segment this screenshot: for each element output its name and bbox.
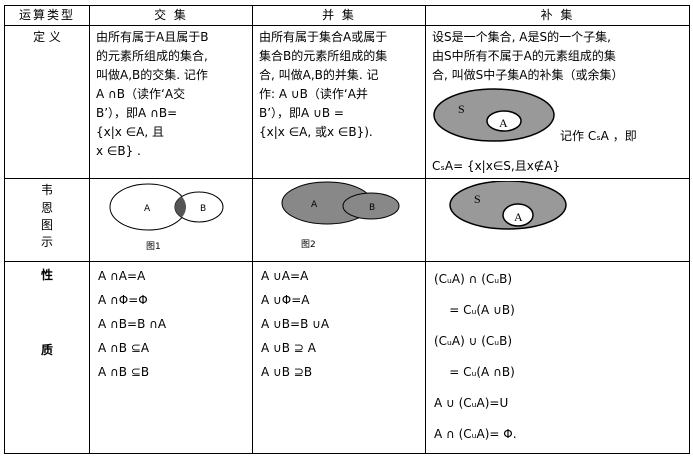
properties-label: 性 质: [4, 261, 90, 454]
intersection-properties: A ∩A=A A ∩Φ=Φ A ∩B=B ∩A A ∩B ⊆A A ∩B ⊆B: [89, 261, 253, 454]
definition-row: 定 义 由所有属于A且属于B 的元素所组成的集合, 叫做A,B的交集. 记作 A…: [4, 25, 690, 179]
text-line: 叫做A,B的交集. 记作: [96, 68, 208, 82]
property: (CᵤA) ∩ (CᵤB): [434, 272, 513, 286]
property: A ∪B=B ∪A: [261, 317, 330, 331]
venn-row: 韦 恩 图 示 A B 图1 A B 图2: [4, 178, 690, 262]
property: A ∪A=A: [261, 269, 309, 283]
label-char: 质: [40, 343, 53, 357]
text-line: 作: A ∪B（读作‘A并: [259, 87, 368, 101]
header-row: 运算类型 交 集 并 集 补 集: [4, 5, 690, 26]
union-venn: A B 图2: [252, 178, 426, 262]
set-a-label: A: [144, 204, 151, 214]
set-a-label: A: [311, 200, 318, 210]
property: A ∩Φ=Φ: [98, 293, 148, 307]
intersection-venn-diagram: A B 图1: [109, 183, 224, 252]
property: A ∪Φ=A: [261, 293, 310, 307]
set-b-label: B: [369, 203, 375, 213]
label-char: 图: [40, 218, 53, 232]
text-line: 的元素所组成的集合,: [96, 49, 208, 63]
property: A ∩B=B ∩A: [98, 317, 167, 331]
text-line: 由所有属于集合A或属于: [259, 30, 388, 44]
text-line: x ∈B} .: [96, 144, 141, 158]
text-line: 合, 叫做A,B的并集. 记: [259, 68, 379, 82]
set-operations-table: 运算类型 交 集 并 集 补 集 定 义 由所有属于A且属于B 的元素所组成的集…: [4, 5, 690, 454]
set-s-label: S: [458, 102, 465, 116]
label-char: 示: [40, 235, 53, 249]
property: A ∩A=A: [98, 269, 146, 283]
complement-venn-diagram: S A: [433, 88, 555, 142]
property: A ∪ (CᵤA)=U: [434, 396, 509, 410]
label-char: 性: [40, 268, 53, 282]
text-line: B’），即A ∪B =: [259, 106, 344, 120]
set-a-label: A: [499, 116, 508, 130]
venn-label: 韦 恩 图 示: [4, 178, 90, 262]
header-union: 并 集: [252, 5, 426, 26]
property: = Cᵤ(A ∪B): [434, 303, 515, 317]
text-line: 设S是一个集合, A是S的一个子集,: [432, 30, 611, 44]
text-line: 合, 叫做S中子集A的补集（或余集）: [432, 68, 624, 82]
complement-venn-diagram-2: S A: [449, 180, 567, 230]
header-type: 运算类型: [4, 5, 90, 26]
figure-caption: 图1: [146, 241, 161, 252]
properties-row: 性 质 A ∩A=A A ∩Φ=Φ A ∩B=B ∩A A ∩B ⊆A A ∩B…: [4, 261, 690, 454]
intersection-definition: 由所有属于A且属于B 的元素所组成的集合, 叫做A,B的交集. 记作 A ∩B（…: [89, 25, 253, 179]
text-line: A ∩B（读作‘A交: [96, 87, 186, 101]
union-properties: A ∪A=A A ∪Φ=A A ∪B=B ∪A A ∪B ⊇ A A ∪B ⊇B: [252, 261, 426, 454]
property: A ∪B ⊇B: [261, 365, 313, 379]
property: = Cᵤ(A ∩B): [434, 365, 515, 379]
definition-label: 定 义: [4, 25, 90, 179]
header-complement: 补 集: [425, 5, 690, 26]
label-char: 韦: [40, 183, 53, 197]
complement-venn: S A: [425, 178, 690, 262]
property: A ∪B ⊇ A: [261, 341, 316, 355]
union-definition: 由所有属于集合A或属于 集合B的元素所组成的集 合, 叫做A,B的并集. 记 作…: [252, 25, 426, 179]
figure-caption: 图2: [301, 239, 316, 250]
union-venn-diagram: A B 图2: [281, 181, 400, 250]
text-line: B’），即A ∩B=: [96, 106, 178, 120]
text-line: {x|x ∈A, 且: [96, 125, 164, 139]
property: (CᵤA) ∪ (CᵤB): [434, 334, 513, 348]
property: A ∩ (CᵤA)= Φ.: [434, 427, 517, 441]
complement-notation: 记作 CₛA ，即: [560, 129, 637, 143]
text-line: {x|x ∈A, 或x ∈B}).: [259, 125, 373, 139]
text-line: 由S中所有不属于A的元素组成的集: [432, 49, 616, 63]
property: A ∩B ⊆A: [98, 341, 150, 355]
set-a-label: A: [514, 210, 523, 224]
text-line: 集合B的元素所组成的集: [259, 49, 388, 63]
property: A ∩B ⊆B: [98, 365, 150, 379]
text-line: 由所有属于A且属于B: [96, 30, 209, 44]
label-char: 恩: [40, 201, 53, 215]
complement-formula: CₛA= {x|x∈S,且x∉A}: [432, 159, 561, 173]
set-s-label: S: [474, 192, 481, 206]
complement-definition: 设S是一个集合, A是S的一个子集, 由S中所有不属于A的元素组成的集 合, 叫…: [425, 25, 690, 179]
complement-properties: (CᵤA) ∩ (CᵤB) = Cᵤ(A ∪B) (CᵤA) ∪ (CᵤB) =…: [425, 261, 690, 454]
set-b-label: B: [200, 204, 206, 214]
intersection-venn: A B 图1: [89, 178, 253, 262]
header-intersection: 交 集: [89, 5, 253, 26]
